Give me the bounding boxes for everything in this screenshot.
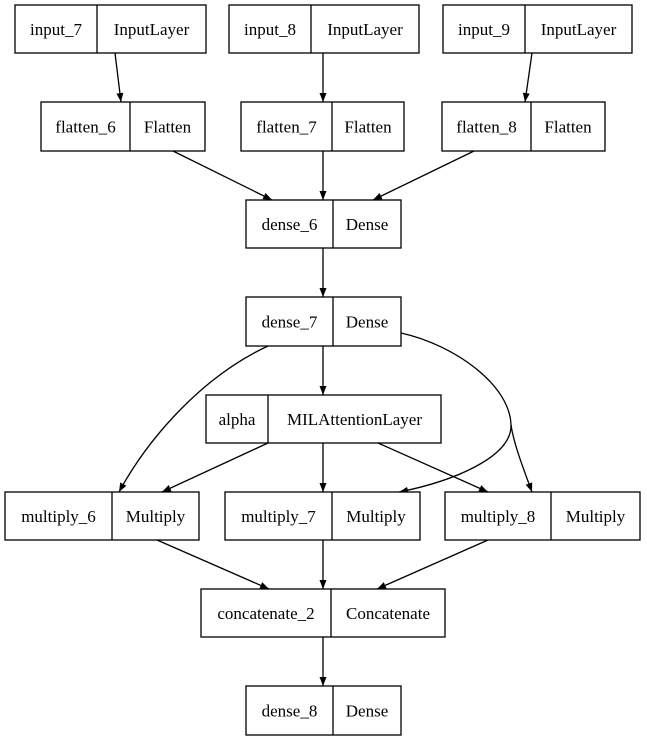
layer-type: Multiply <box>566 507 626 526</box>
layer-box <box>245 685 402 736</box>
layer-name: alpha <box>219 410 256 429</box>
edge-dense_7-to-multiply_8 <box>510 424 533 493</box>
layer-node-dense_8: dense_8 Dense <box>245 685 402 736</box>
layer-box <box>444 491 641 541</box>
layer-box <box>200 588 446 638</box>
edge-dense_7-to-multiply_6 <box>118 345 269 493</box>
edge-multiply_6-to-concatenate_2 <box>156 539 270 590</box>
layer-name: concatenate_2 <box>217 604 314 623</box>
layer-name: flatten_8 <box>456 118 516 137</box>
layer-name: multiply_6 <box>21 507 96 526</box>
layer-box <box>245 199 402 249</box>
layer-box <box>245 296 402 347</box>
edge-input_7-to-flatten_6 <box>114 52 124 103</box>
layer-name: multiply_8 <box>461 507 536 526</box>
layer-box <box>205 394 442 444</box>
layer-type: Flatten <box>344 118 392 137</box>
layer-box <box>40 101 206 152</box>
layer-name: dense_8 <box>262 702 318 721</box>
edge-flatten_6-to-dense_6 <box>172 150 273 201</box>
layer-node-flatten_6: flatten_6 Flatten <box>40 101 206 152</box>
layer-type: Flatten <box>144 118 192 137</box>
edge-input_9-to-flatten_8 <box>522 52 533 103</box>
layer-type: MILAttentionLayer <box>287 410 422 429</box>
layer-name: input_9 <box>458 20 510 39</box>
layer-node-input_9: input_9 InputLayer <box>442 4 633 54</box>
layer-node-input_8: input_8 InputLayer <box>228 4 420 54</box>
layer-box <box>441 101 606 152</box>
layer-node-multiply_6: multiply_6 Multiply <box>4 491 200 541</box>
layer-node-flatten_8: flatten_8 Flatten <box>441 101 606 152</box>
layer-node-dense_6: dense_6 Dense <box>245 199 402 249</box>
layer-type: Multiply <box>346 507 406 526</box>
layer-node-input_7: input_7 InputLayer <box>14 4 207 54</box>
layer-type: InputLayer <box>114 20 190 39</box>
layer-box <box>14 4 207 54</box>
layer-box <box>240 101 405 152</box>
layer-name: multiply_7 <box>241 507 316 526</box>
layer-node-flatten_7: flatten_7 Flatten <box>240 101 405 152</box>
edge-multiply_8-to-concatenate_2 <box>376 539 489 590</box>
layer-type: InputLayer <box>541 20 617 39</box>
layer-name: flatten_7 <box>256 118 317 137</box>
layer-node-alpha: alpha MILAttentionLayer <box>205 394 442 444</box>
layer-box <box>442 4 633 54</box>
layer-box <box>228 4 420 54</box>
edge-alpha-to-multiply_6 <box>161 442 269 493</box>
edge-alpha-to-multiply_8 <box>377 442 489 493</box>
edges <box>114 52 533 686</box>
layer-name: input_7 <box>30 20 82 39</box>
layer-type: Flatten <box>544 118 592 137</box>
layer-type: Multiply <box>126 507 186 526</box>
layer-box <box>224 491 421 541</box>
layer-name: flatten_6 <box>55 118 115 137</box>
edge-flatten_8-to-dense_6 <box>372 150 475 201</box>
layer-type: Dense <box>346 702 388 721</box>
layer-type: Dense <box>346 215 388 234</box>
layer-box <box>4 491 200 541</box>
layer-node-dense_7: dense_7 Dense <box>245 296 402 347</box>
layer-node-multiply_7: multiply_7 Multiply <box>224 491 421 541</box>
layer-type: Dense <box>346 313 388 332</box>
layer-name: input_8 <box>244 20 296 39</box>
layer-node-multiply_8: multiply_8 Multiply <box>444 491 641 541</box>
layer-type: Concatenate <box>346 604 430 623</box>
layer-name: dense_6 <box>262 215 318 234</box>
layer-name: dense_7 <box>262 313 318 332</box>
layer-node-concatenate_2: concatenate_2 Concatenate <box>200 588 446 638</box>
layer-type: InputLayer <box>327 20 403 39</box>
